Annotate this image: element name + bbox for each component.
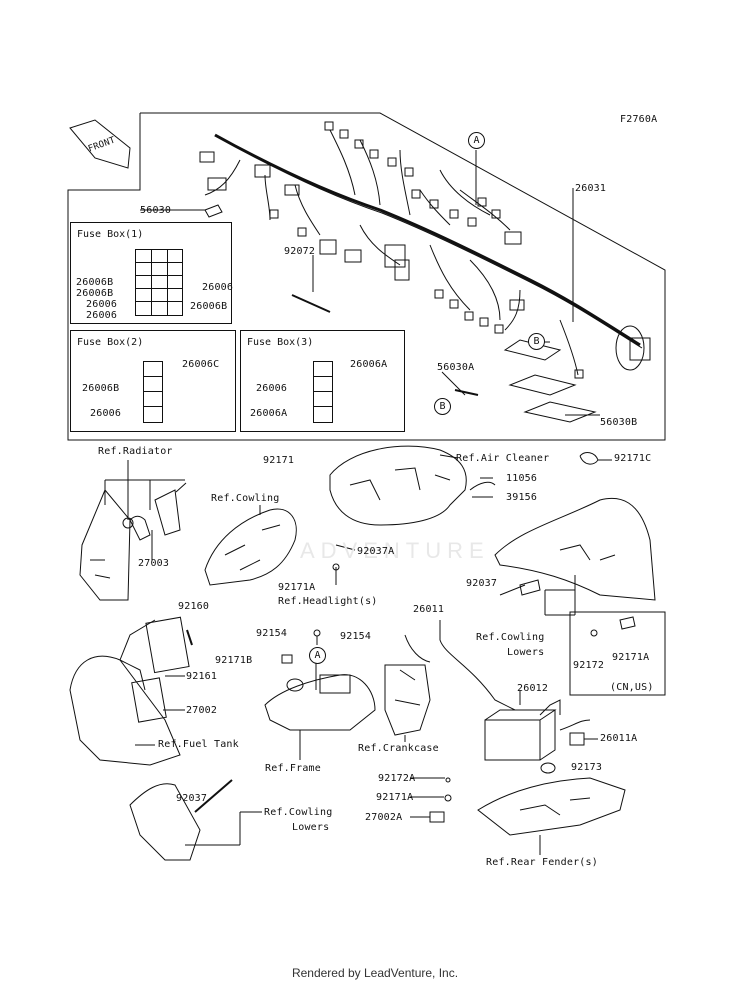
fuse-box-3: Fuse Box(3) [240,330,405,432]
callout-b-top: B [528,333,545,350]
part-56030A: 56030A [437,362,475,373]
part-26012: 26012 [517,683,549,694]
figure-code: F2760A [620,114,658,125]
ref-cowling-lowers-left: Ref.Cowling [264,807,333,818]
part-92154-a: 92154 [256,628,288,639]
ref-radiator: Ref.Radiator [98,446,173,457]
fb2-left-1: 26006 [90,408,122,419]
fb1-right-1: 26006B [190,301,228,312]
fuse-box-1: Fuse Box(1) [70,222,232,324]
fb3-top: 26006A [350,359,388,370]
front-arrow-icon [69,119,131,169]
part-11056: 11056 [506,473,538,484]
part-92037A: 92037A [357,546,395,557]
fb1-left-3: 26006 [86,310,118,321]
fuse-box-2: Fuse Box(2) [70,330,236,432]
fb1-left-1: 26006B [76,288,114,299]
fb1-right-0: 26006 [202,282,234,293]
fb1-left-0: 26006B [76,277,114,288]
watermark: ADVENTURE [300,538,490,563]
part-92037-right: 92037 [466,578,498,589]
ref-fuel-tank: Ref.Fuel Tank [158,739,239,750]
part-92171A-b: 92171A [376,792,414,803]
ref-frame: Ref.Frame [265,763,321,774]
part-92037-left: 92037 [176,793,208,804]
part-56030B: 56030B [600,417,638,428]
part-92072: 92072 [284,246,316,257]
ref-cowling: Ref.Cowling [211,493,280,504]
lowers-right: Lowers [507,647,545,658]
part-27003: 27003 [138,558,170,569]
lowers-left: Lowers [292,822,330,833]
part-27002A: 27002A [365,812,403,823]
part-92171: 92171 [263,455,295,466]
fb2-top: 26006C [182,359,220,370]
fb3-left-1: 26006A [250,408,288,419]
part-26031: 26031 [575,183,607,194]
ref-cowling-lowers-right: Ref.Cowling [476,632,545,643]
fb2-left-0: 26006B [82,383,120,394]
cn-us-note: (CN,US) [610,682,654,693]
callout-b-left: B [434,398,451,415]
fuse-box-3-title: Fuse Box(3) [247,337,314,348]
part-92171A-box: 92171A [612,652,650,663]
part-92154-b: 92154 [340,631,372,642]
part-26011A: 26011A [600,733,638,744]
harness-trunk [214,133,641,347]
part-92173: 92173 [571,762,603,773]
ref-rear-fender: Ref.Rear Fender(s) [486,857,598,868]
part-26011: 26011 [413,604,445,615]
callout-a-top: A [468,132,485,149]
part-39156: 39156 [506,492,538,503]
fb1-left-2: 26006 [86,299,118,310]
part-92171A-top: 92171A [278,582,316,593]
fuse-box-2-title: Fuse Box(2) [77,337,144,348]
part-92171C: 92171C [614,453,652,464]
fb3-left-0: 26006 [256,383,288,394]
ref-headlight: Ref.Headlight(s) [278,596,378,607]
part-92160: 92160 [178,601,210,612]
harness-frame [67,112,666,441]
part-92172: 92172 [573,660,605,671]
part-92172A: 92172A [378,773,416,784]
ref-air-cleaner: Ref.Air Cleaner [456,453,550,464]
part-56030: 56030 [140,205,172,216]
ref-crankcase: Ref.Crankcase [358,743,439,754]
fuse-box-1-title: Fuse Box(1) [77,229,144,240]
callout-a-bottom: A [309,647,326,664]
part-92171B: 92171B [215,655,253,666]
part-27002: 27002 [186,705,218,716]
part-92161: 92161 [186,671,218,682]
footer-credit: Rendered by LeadVenture, Inc. [291,966,459,980]
